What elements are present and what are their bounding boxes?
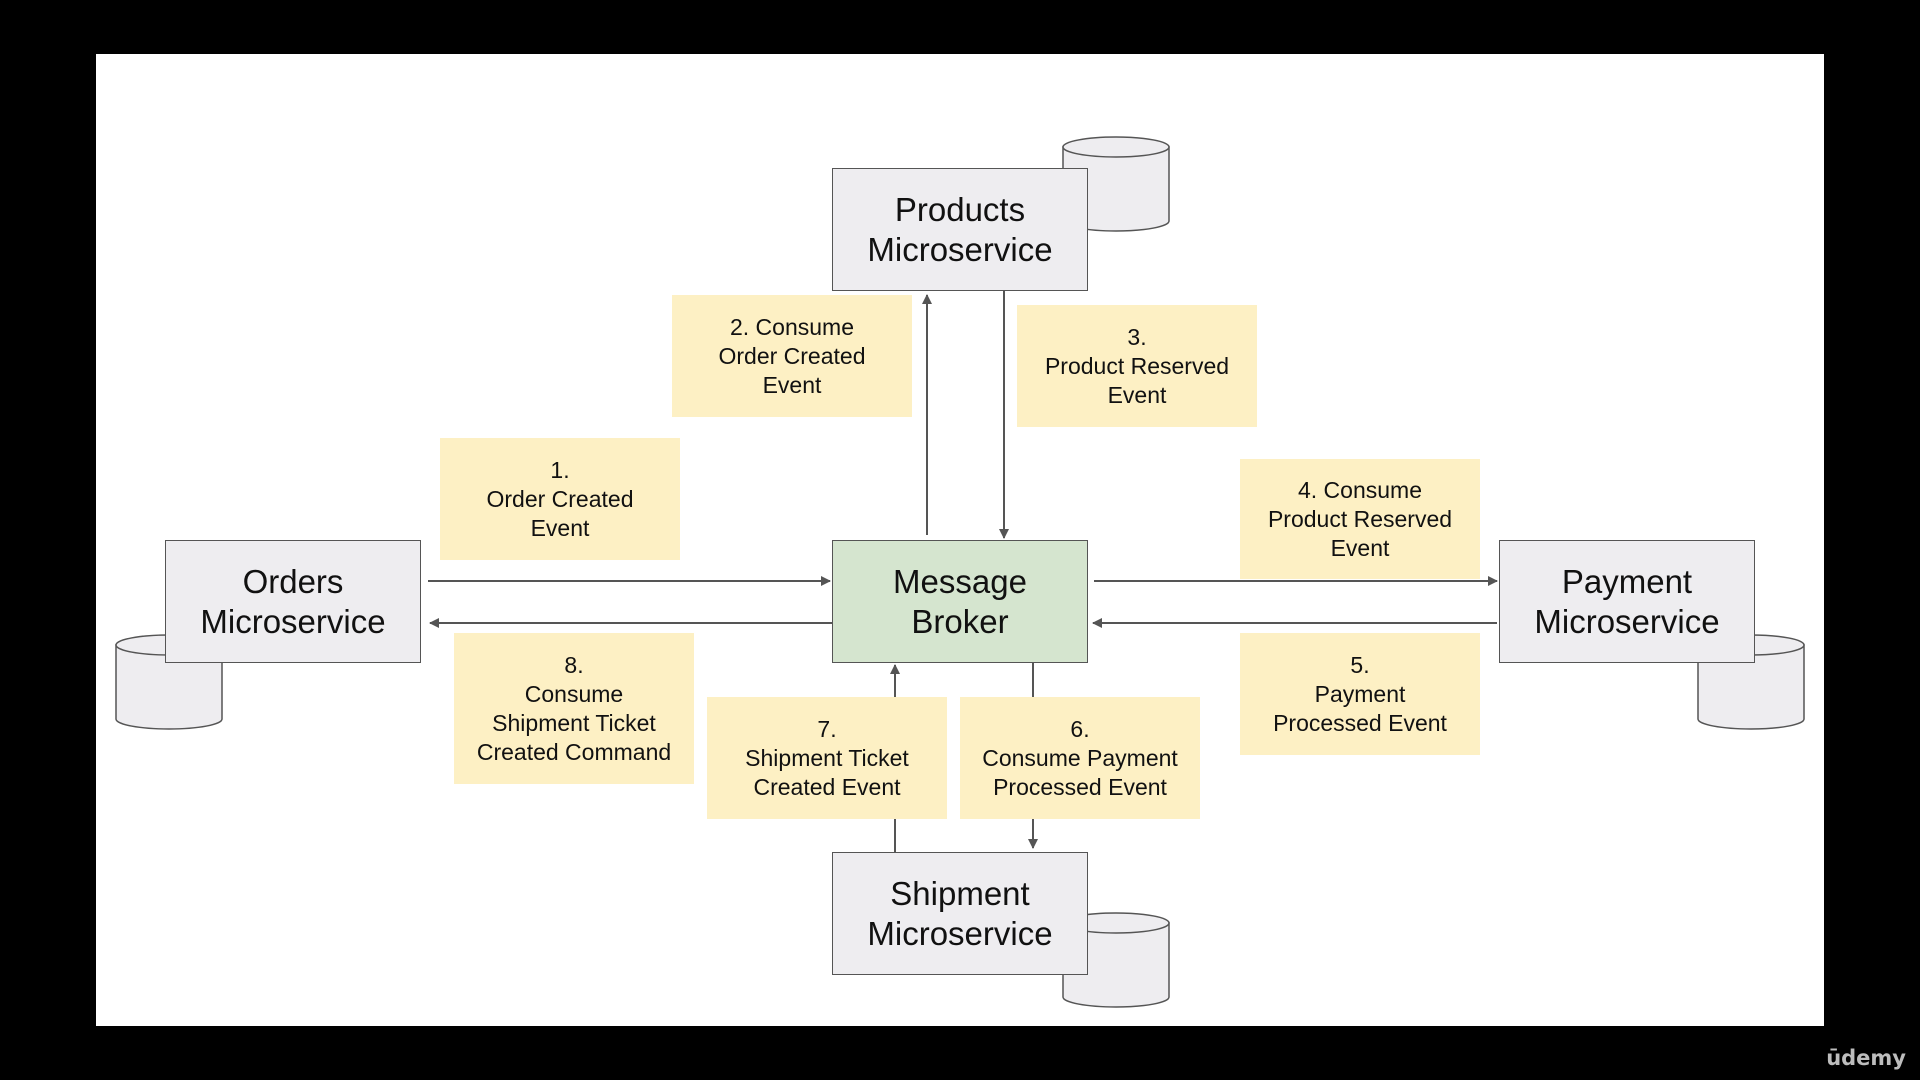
event-note-2: 2. Consume Order Created Event (672, 295, 912, 417)
shipment-subtitle: Microservice (867, 914, 1053, 952)
broker-title: Message (893, 562, 1027, 600)
orders-microservice-box[interactable]: Orders Microservice (165, 540, 421, 663)
products-title: Products (894, 190, 1026, 228)
shipment-title: Shipment (890, 874, 1030, 912)
payment-microservice-box[interactable]: Payment Microservice (1499, 540, 1755, 663)
message-broker-box[interactable]: Message Broker (832, 540, 1088, 663)
event-note-1: 1. Order Created Event (440, 438, 680, 560)
payment-subtitle: Microservice (1534, 602, 1720, 640)
event-note-8: 8. Consume Shipment Ticket Created Comma… (454, 633, 694, 784)
shipment-microservice-box[interactable]: Shipment Microservice (832, 852, 1088, 975)
event-note-4: 4. Consume Product Reserved Event (1240, 459, 1480, 579)
broker-subtitle: Broker (911, 602, 1009, 640)
event-note-3: 3. Product Reserved Event (1017, 305, 1257, 427)
payment-title: Payment (1561, 562, 1693, 600)
products-microservice-box[interactable]: Products Microservice (832, 168, 1088, 291)
event-note-7: 7. Shipment Ticket Created Event (707, 697, 947, 819)
udemy-watermark: ūdemy (1826, 1046, 1906, 1070)
event-note-6: 6. Consume Payment Processed Event (960, 697, 1200, 819)
orders-subtitle: Microservice (200, 602, 386, 640)
event-note-5: 5. Payment Processed Event (1240, 633, 1480, 755)
products-subtitle: Microservice (867, 230, 1053, 268)
orders-title: Orders (242, 562, 344, 600)
